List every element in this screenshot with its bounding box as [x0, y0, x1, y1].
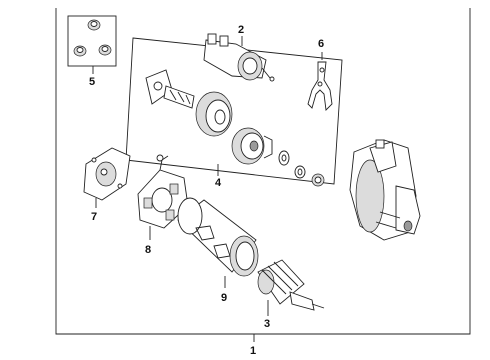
callout-7: 7: [91, 211, 97, 223]
stop-collar: [294, 165, 306, 179]
drive-kit-box: [125, 37, 343, 185]
callout-9: 9: [221, 292, 227, 304]
bushing: [87, 19, 101, 31]
shift-lever: [307, 52, 333, 111]
bushing: [98, 44, 112, 56]
end-cover: [83, 147, 131, 208]
callout-3: 3: [264, 318, 270, 330]
solenoid: [203, 33, 275, 82]
callout-2: 2: [238, 24, 244, 36]
pinion-gear: [231, 127, 273, 165]
retaining-ring: [311, 173, 325, 187]
callout-5: 5: [89, 76, 95, 88]
bushing-set: [67, 15, 117, 74]
washer: [278, 150, 290, 166]
callout-6: 6: [318, 38, 324, 50]
assembly-frame: [55, 8, 471, 342]
armature: [257, 259, 325, 316]
bushing: [73, 45, 87, 57]
starter-assembly: [349, 139, 421, 241]
callout-labels: 1 2 3 4 5 6 7 8 9: [89, 24, 324, 357]
callout-8: 8: [145, 244, 151, 256]
drive-shaft: [145, 69, 195, 109]
clutch-housing: [195, 91, 233, 137]
brush-holder: [137, 154, 189, 240]
callout-4: 4: [215, 177, 222, 189]
callout-1: 1: [250, 345, 256, 357]
yoke: [177, 197, 259, 288]
